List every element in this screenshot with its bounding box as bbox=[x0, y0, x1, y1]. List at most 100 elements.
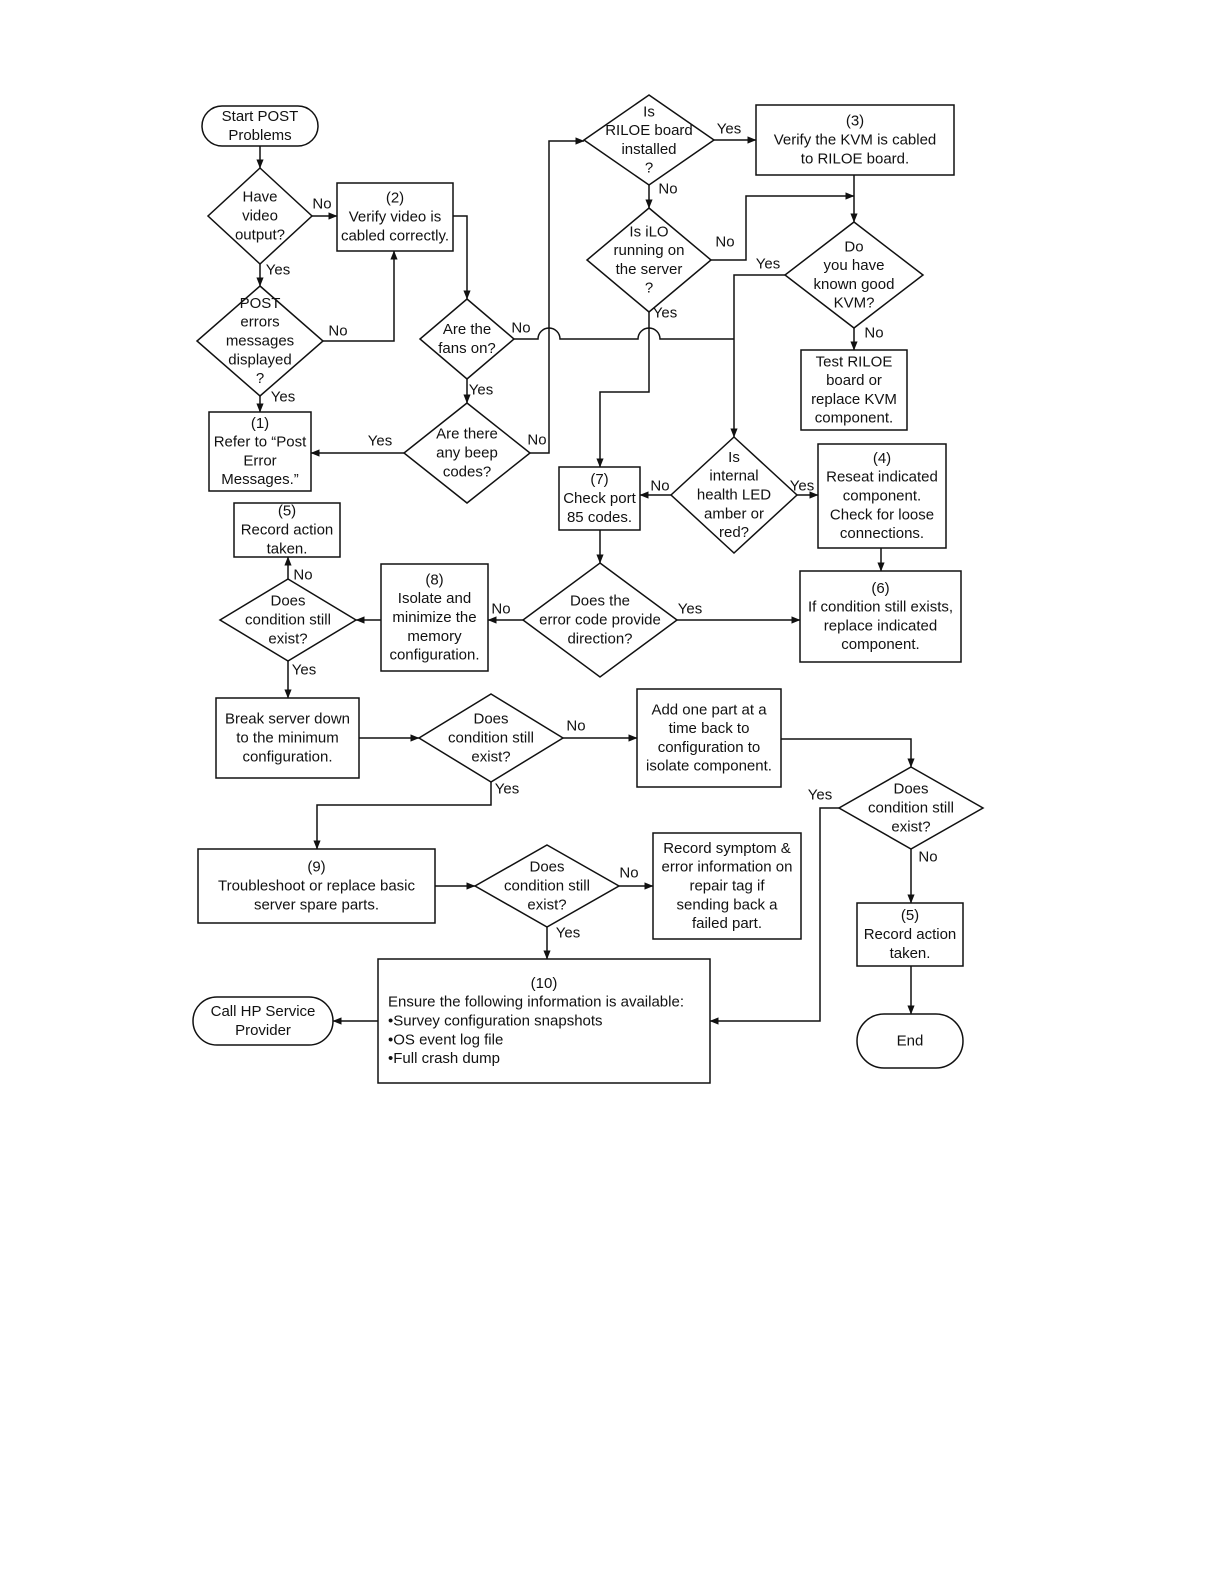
node-text-line: If condition still exists, bbox=[808, 599, 953, 616]
node-text-line: connections. bbox=[840, 525, 924, 542]
node-text-line: taken. bbox=[267, 540, 308, 557]
node-text-line: Check for loose bbox=[830, 506, 934, 523]
node-text-line: error code provide bbox=[539, 612, 661, 629]
no-branch-label: No bbox=[312, 196, 331, 213]
node-text-line: Provider bbox=[235, 1022, 291, 1039]
node-text-line: End bbox=[897, 1033, 924, 1050]
yes-branch-label: Yes bbox=[292, 662, 316, 679]
node-text-line: displayed bbox=[228, 351, 291, 368]
node-text-line: the server bbox=[616, 261, 683, 278]
node-text-line: direction? bbox=[567, 630, 632, 647]
node-text-line: (1) bbox=[251, 415, 269, 432]
node-text-line: any beep bbox=[436, 445, 498, 462]
flow-node-end-terminator: End bbox=[856, 1013, 964, 1069]
node-text-line: condition still bbox=[448, 730, 534, 747]
node-text-line: output? bbox=[235, 226, 285, 243]
node-text-line: POST bbox=[240, 295, 281, 312]
node-text-line: installed bbox=[621, 141, 676, 158]
node-text-line: ? bbox=[256, 370, 264, 387]
no-branch-label: No bbox=[650, 478, 669, 495]
no-branch-label: No bbox=[491, 601, 510, 618]
yes-branch-label: Yes bbox=[495, 781, 519, 798]
node-text-line: Add one part at a bbox=[651, 701, 767, 718]
yes-branch-label: Yes bbox=[266, 262, 290, 279]
node-text-line: messages bbox=[226, 333, 294, 350]
node-text-line: fans on? bbox=[438, 340, 496, 357]
connector-arrow bbox=[781, 738, 915, 768]
node-text-line: Have bbox=[242, 189, 277, 206]
node-text-line: condition still bbox=[868, 800, 954, 817]
node-text-line: configuration to bbox=[658, 739, 761, 756]
node-text-line: internal bbox=[709, 468, 758, 485]
connector-arrow bbox=[711, 192, 855, 261]
connector-arrow bbox=[323, 250, 398, 342]
node-text-line: amber or bbox=[704, 505, 764, 522]
node-text-line: server spare parts. bbox=[254, 896, 379, 913]
connector-arrow bbox=[596, 312, 650, 468]
node-text-line: to RILOE board. bbox=[801, 150, 909, 167]
yes-branch-label: Yes bbox=[790, 478, 814, 495]
node-text-line: Verify video is bbox=[349, 209, 442, 226]
node-text-line: replace KVM bbox=[811, 391, 897, 408]
yes-branch-label: Yes bbox=[556, 925, 580, 942]
node-text-line: condition still bbox=[504, 878, 590, 895]
node-text-line: 85 codes. bbox=[567, 509, 632, 526]
node-text-line: (6) bbox=[871, 580, 889, 597]
node-text-line: ? bbox=[645, 160, 653, 177]
node-text-line: component. bbox=[841, 636, 919, 653]
flow-node-b6-process: (6)If condition still exists,replace ind… bbox=[799, 570, 962, 663]
node-text-line: taken. bbox=[890, 945, 931, 962]
node-text-line: •Full crash dump bbox=[388, 1050, 500, 1067]
node-text-line: cabled correctly. bbox=[341, 227, 449, 244]
node-text-line: time back to bbox=[669, 720, 750, 737]
no-branch-label: No bbox=[715, 234, 734, 251]
node-text-line: exist? bbox=[268, 630, 307, 647]
node-text-line: Reseat indicated bbox=[826, 469, 938, 486]
node-text-line: Test RILOE bbox=[816, 353, 893, 370]
yes-branch-label: Yes bbox=[808, 787, 832, 804]
yes-branch-label: Yes bbox=[678, 601, 702, 618]
node-text-line: health LED bbox=[697, 487, 771, 504]
node-text-line: Record action bbox=[864, 926, 957, 943]
no-branch-label: No bbox=[658, 181, 677, 198]
node-text-line: (5) bbox=[278, 503, 296, 520]
no-branch-label: No bbox=[918, 849, 937, 866]
yes-branch-label: Yes bbox=[756, 256, 780, 273]
connector-arrow bbox=[709, 807, 839, 1025]
node-text-line: Record action bbox=[241, 522, 334, 539]
node-text-line: Start POST bbox=[222, 108, 299, 125]
connector-arrow bbox=[530, 137, 585, 454]
no-branch-label: No bbox=[328, 323, 347, 340]
node-text-line: you have bbox=[824, 257, 885, 274]
node-text-line: configuration. bbox=[389, 647, 479, 664]
node-text-line: (7) bbox=[590, 471, 608, 488]
node-text-line: Does bbox=[270, 593, 305, 610]
node-text-line: error information on bbox=[662, 859, 793, 876]
node-text-line: isolate component. bbox=[646, 758, 772, 775]
node-text-line: exist? bbox=[891, 818, 930, 835]
node-text-line: (9) bbox=[307, 859, 325, 876]
node-text-line: Are there bbox=[436, 426, 498, 443]
no-branch-label: No bbox=[619, 865, 638, 882]
node-text-line: (2) bbox=[386, 190, 404, 207]
node-text-line: Do bbox=[844, 238, 863, 255]
yes-branch-label: Yes bbox=[717, 121, 741, 138]
node-text-line: Is bbox=[643, 103, 655, 120]
node-text-line: Error bbox=[243, 452, 276, 469]
node-text-line: Verify the KVM is cabled bbox=[774, 132, 937, 149]
node-text-line: (10) bbox=[531, 975, 558, 992]
